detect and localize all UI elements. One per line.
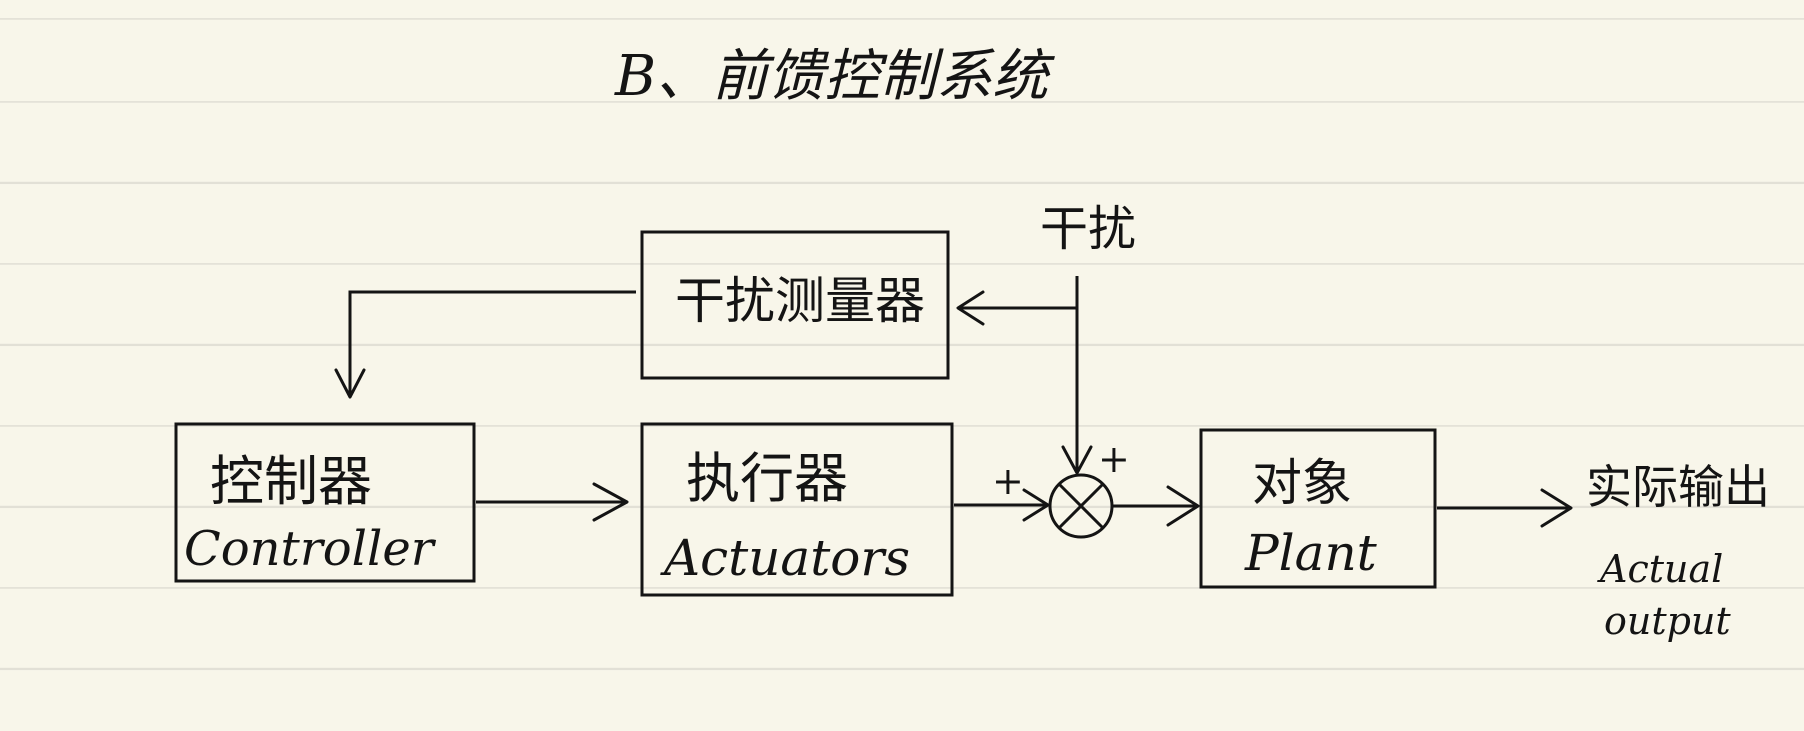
measurement-block: 干扰测量器 bbox=[640, 230, 950, 380]
arrowhead-actuators-in bbox=[592, 482, 629, 522]
actuators-label-zh: 执行器 bbox=[686, 447, 848, 510]
actuators-block: 执行器 Actuators bbox=[640, 422, 954, 597]
plant-box bbox=[1199, 428, 1437, 589]
plant-label-zh: 对象 bbox=[1252, 454, 1352, 512]
wire-measurement-to-controller bbox=[348, 290, 636, 395]
output-label-en-line1: Actual bbox=[1597, 547, 1723, 591]
output-label-zh: 实际输出 bbox=[1586, 460, 1770, 514]
summing-junction-circle bbox=[1048, 473, 1114, 539]
arrowhead-measurement-in bbox=[956, 290, 985, 326]
arrowhead-junction-top-in bbox=[1061, 445, 1093, 475]
measurement-box bbox=[640, 230, 950, 380]
junction-cross-b bbox=[1057, 482, 1105, 530]
measurement-label: 干扰测量器 bbox=[675, 272, 925, 330]
disturbance-label: 干扰 bbox=[1040, 201, 1136, 257]
junction-sign-top: + bbox=[1098, 437, 1130, 481]
arrowhead-junction-left-in bbox=[1022, 488, 1050, 522]
junction-sign-left: + bbox=[992, 459, 1024, 503]
output-label-en-line2: output bbox=[1604, 599, 1731, 643]
summing-junction: + + bbox=[992, 437, 1130, 539]
page-title: B、前馈控制系统 bbox=[614, 44, 1055, 109]
arrowhead-output bbox=[1540, 488, 1573, 528]
arrowhead-plant-in bbox=[1166, 485, 1200, 527]
actuators-label-en: Actuators bbox=[660, 529, 910, 587]
controller-box bbox=[174, 422, 476, 583]
plant-block: 对象 Plant bbox=[1199, 428, 1437, 589]
controller-label-zh: 控制器 bbox=[210, 450, 372, 513]
actuators-box bbox=[640, 422, 954, 597]
controller-label-en: Controller bbox=[184, 521, 437, 577]
controller-block: 控制器 Controller bbox=[174, 422, 476, 583]
arrowhead-controller-in bbox=[334, 368, 366, 399]
plant-label-en: Plant bbox=[1244, 524, 1378, 582]
